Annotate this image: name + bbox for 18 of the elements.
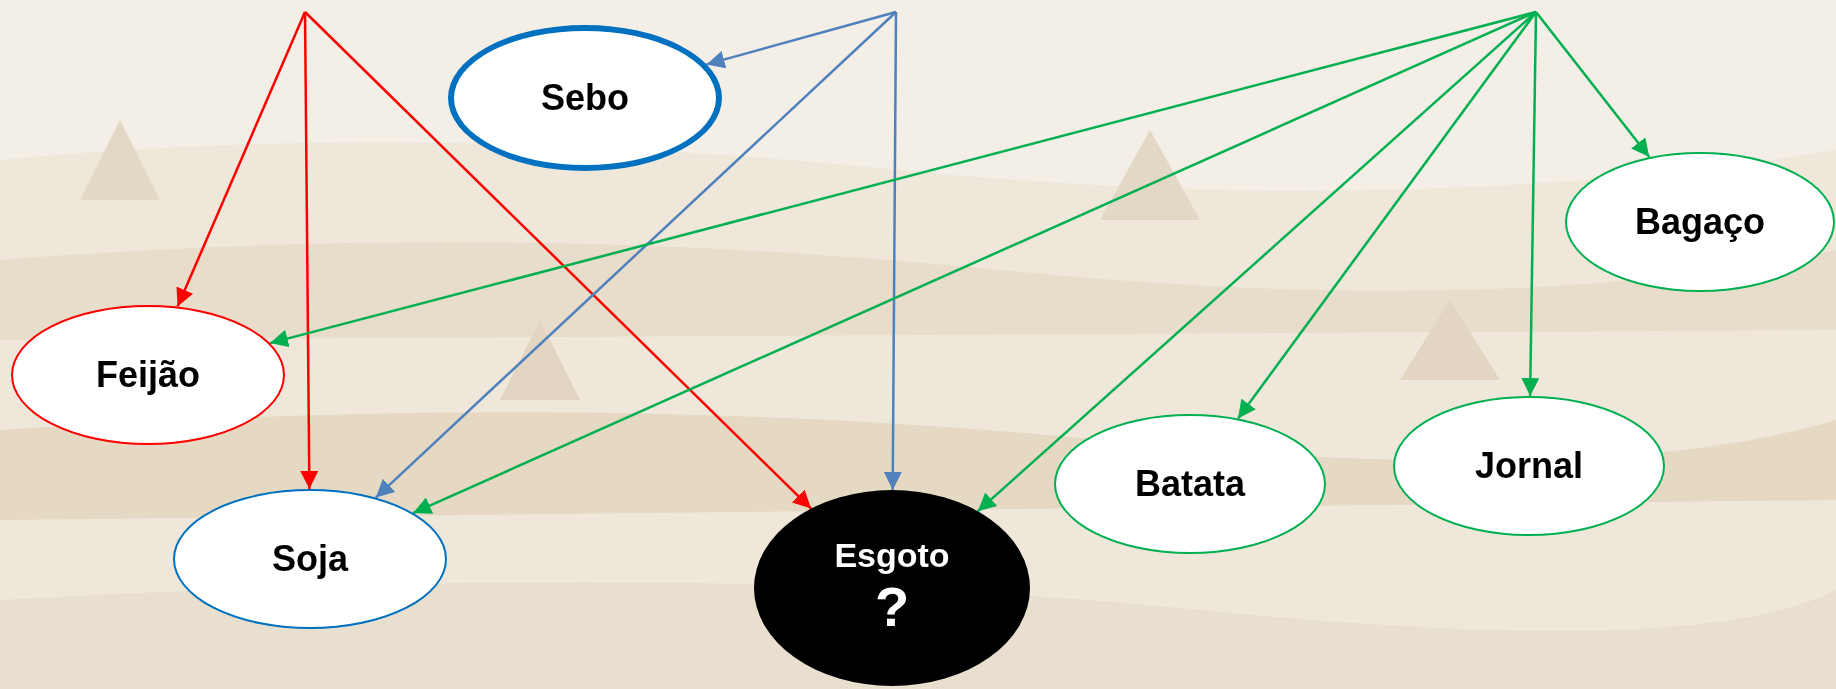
node-label: Sebo xyxy=(541,77,629,119)
arrow xyxy=(304,11,812,510)
arrow xyxy=(300,12,319,489)
node-label: ? xyxy=(874,575,910,640)
arrow xyxy=(374,11,897,499)
arrow xyxy=(883,12,902,490)
node-label: Batata xyxy=(1134,463,1245,505)
arrow xyxy=(412,10,1537,515)
arrow xyxy=(269,10,1537,348)
node-label: Esgoto xyxy=(834,536,950,576)
node-label: Soja xyxy=(272,538,348,580)
arrow xyxy=(1535,11,1651,158)
node-label: Jornal xyxy=(1474,445,1583,487)
node-label: Bagaço xyxy=(1634,201,1765,243)
arrow xyxy=(1521,12,1540,396)
node-label: Feijão xyxy=(96,354,200,396)
arrow xyxy=(176,11,307,308)
arrow xyxy=(1237,11,1537,420)
